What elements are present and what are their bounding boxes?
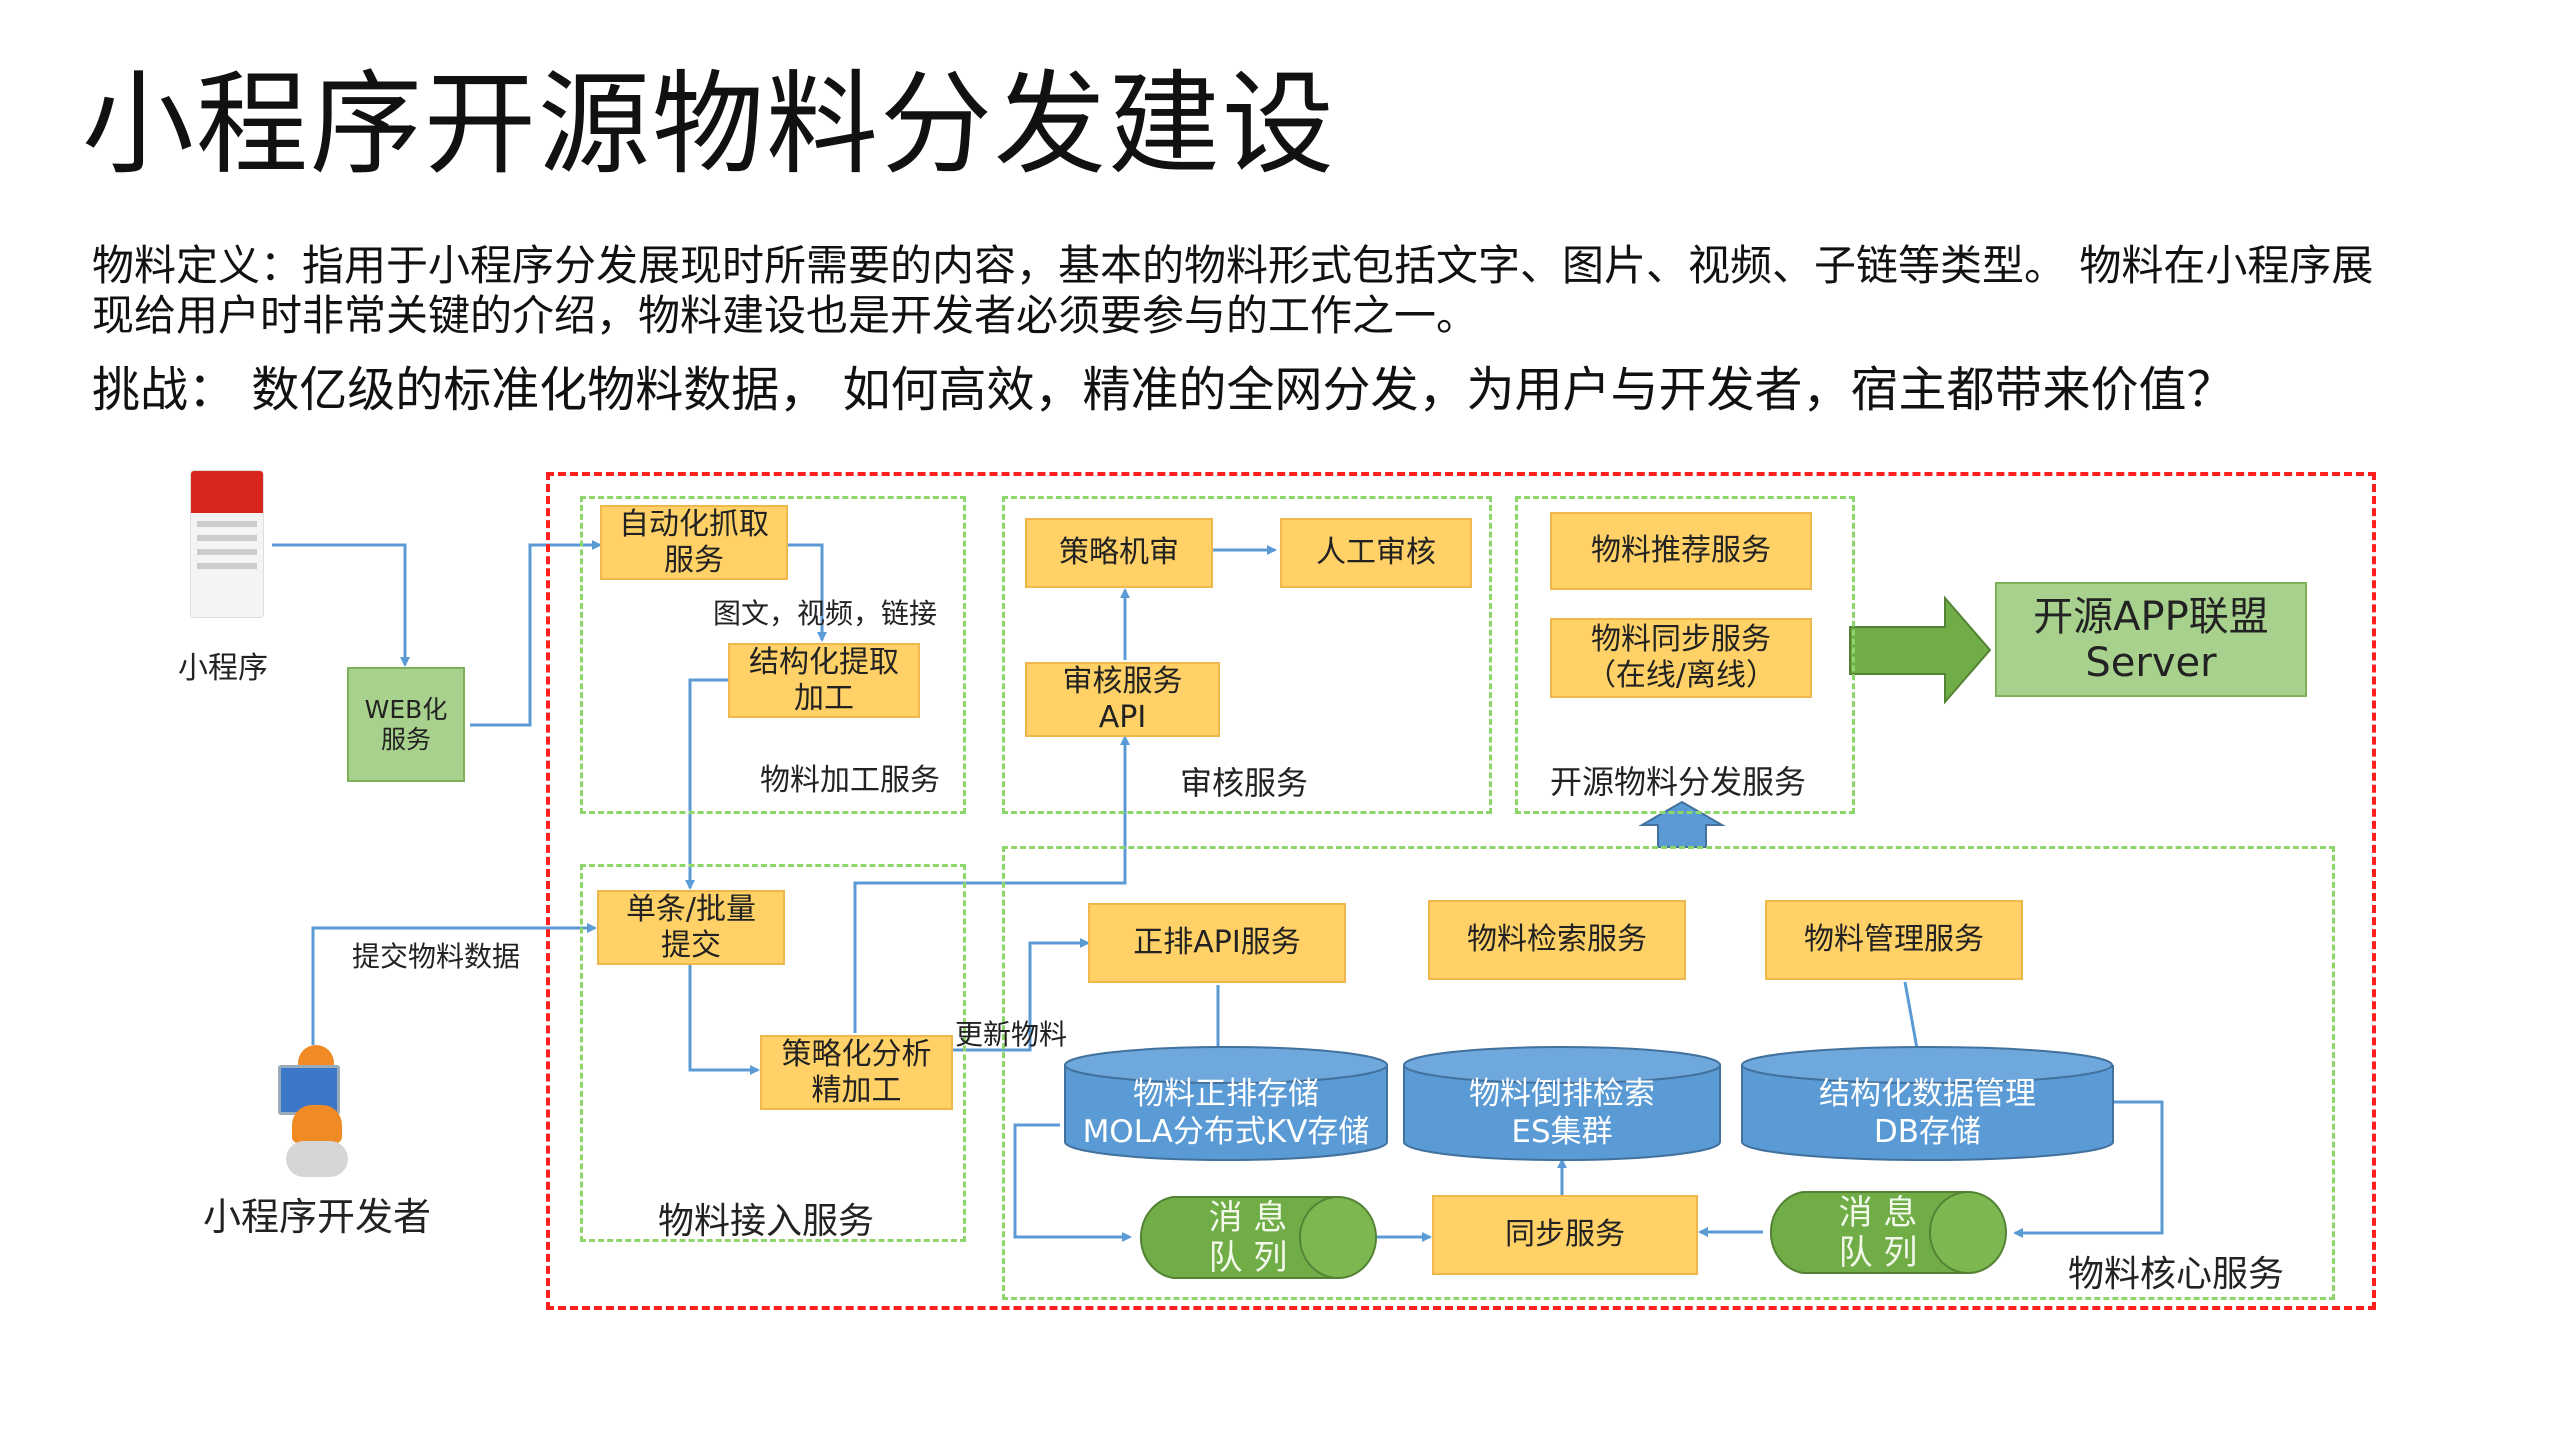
queue-2-label: 消 息 队 列 [1838, 1192, 1918, 1273]
ingest-group [580, 864, 966, 1242]
submit-box: 单条/批量 提交 [597, 890, 785, 965]
distribution-group-label: 开源物料分发服务 [1550, 763, 1807, 801]
store-kv-db: 物料正排存储 MOLA分布式KV存储 [1063, 1045, 1389, 1162]
phone-icon [190, 470, 264, 618]
core-group-label: 物料核心服务 [2068, 1254, 2285, 1295]
distribution-group [1515, 496, 1855, 814]
refine-box: 策略化分析 精加工 [760, 1035, 953, 1110]
recommend-service-box: 物料推荐服务 [1550, 512, 1812, 590]
update-edge-label: 更新物料 [955, 1018, 1068, 1051]
extract-service-box: 结构化提取 加工 [728, 643, 920, 718]
store-kv-label: 物料正排存储 MOLA分布式KV存储 [1082, 1076, 1370, 1150]
queue-1-label: 消 息 队 列 [1208, 1197, 1288, 1278]
edge-store3-queue2 [2013, 1100, 2164, 1238]
store-db-db: 结构化数据管理 DB存储 [1740, 1045, 2115, 1162]
definition-line-1: 物料定义：指用于小程序分发展现时所需要的内容，基本的物料形式包括文字、图片、视频… [92, 241, 2374, 290]
review-group-label: 审核服务 [1180, 764, 1309, 802]
system-boundary [546, 472, 2376, 1310]
challenge-text: 挑战： 数亿级的标准化物料数据， 如何高效，精准的全网分发，为用户与开发者，宿主… [92, 362, 2235, 418]
edge-submit-refine [688, 965, 760, 1075]
definition-line-2: 现给用户时非常关键的介绍，物料建设也是开发者必须要参与的工作之一。 [92, 291, 1479, 340]
content-types-label: 图文，视频，链接 [713, 597, 938, 630]
developer-icon [270, 1045, 362, 1180]
edge-store1-queue1 [1013, 1123, 1132, 1242]
ingest-group-label: 物料接入服务 [658, 1201, 875, 1242]
store-db-label: 结构化数据管理 DB存储 [1819, 1076, 2036, 1150]
page-title: 小程序开源物料分发建设 [82, 60, 1336, 190]
review-group [1002, 496, 1492, 814]
edge-developer-submit [311, 923, 597, 1045]
store-es-db: 物料倒排检索 ES集群 [1402, 1045, 1722, 1162]
search-service-box: 物料检索服务 [1428, 900, 1686, 980]
sync-service-box: 物料同步服务 （在线/离线） [1550, 618, 1812, 698]
edge-refine-reviewapi [853, 735, 1130, 1033]
crawl-service-box: 自动化抓取 服务 [600, 505, 788, 580]
message-queue-1: 消 息 队 列 [1133, 1195, 1378, 1280]
store-es-label: 物料倒排检索 ES集群 [1469, 1076, 1655, 1150]
edge-refine-forwardapi [953, 938, 1090, 1052]
manage-service-box: 物料管理服务 [1765, 900, 2023, 980]
edge-extract-submit [685, 678, 728, 890]
manual-review-box: 人工审核 [1280, 518, 1472, 588]
edge-miniprogram-web [272, 543, 410, 667]
edge-crawl-extract [788, 543, 827, 642]
strategy-review-box: 策略机审 [1025, 518, 1213, 588]
message-queue-2: 消 息 队 列 [1763, 1190, 2008, 1275]
sync-box: 同步服务 [1432, 1195, 1698, 1275]
actor-developer: 小程序开发者 [203, 1195, 432, 1239]
processing-group-label: 物料加工服务 [760, 763, 940, 798]
core-group [1002, 846, 2335, 1300]
submit-edge-label: 提交物料数据 [352, 940, 521, 973]
processing-group [580, 496, 966, 814]
web-service-box: WEB化 服务 [347, 667, 465, 782]
actor-mini-program: 小程序 [178, 651, 268, 686]
open-app-alliance-server-box: 开源APP联盟 Server [1995, 582, 2307, 697]
forward-api-box: 正排API服务 [1088, 903, 1346, 983]
edge-web-crawl [470, 540, 602, 727]
review-api-box: 审核服务 API [1025, 662, 1220, 737]
big-green-arrow [1849, 595, 1992, 705]
